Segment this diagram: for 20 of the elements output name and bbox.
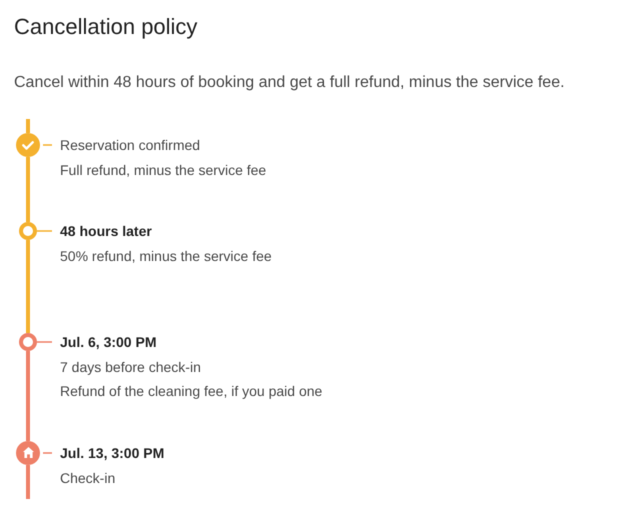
timeline-line — [26, 351, 30, 441]
milestone-detail: Check-in — [60, 468, 116, 486]
timeline-marker — [19, 333, 37, 351]
timeline-line — [26, 240, 30, 333]
timeline-marker — [16, 133, 40, 157]
milestone-title: Jul. 13, 3:00 PM — [60, 444, 164, 462]
timeline-line — [26, 157, 30, 222]
milestone-detail: Refund of the cleaning fee, if you paid one — [60, 382, 322, 400]
timeline-line — [26, 465, 30, 499]
milestone-detail: 7 days before check-in — [60, 358, 201, 376]
milestone-title: Reservation confirmed — [60, 136, 200, 154]
description-text: Cancel within 48 hours of booking and get a full refund, minus the service fee. — [14, 73, 565, 93]
timeline-marker — [19, 222, 37, 240]
timeline-line — [26, 119, 30, 133]
milestone-detail: 50% refund, minus the service fee — [60, 246, 272, 264]
timeline-marker — [16, 441, 40, 465]
milestone-title: Jul. 6, 3:00 PM — [60, 333, 156, 351]
milestone-detail: Full refund, minus the service fee — [60, 160, 266, 178]
heading: Cancellation policy — [14, 14, 198, 40]
milestone-title: 48 hours later — [60, 222, 152, 240]
